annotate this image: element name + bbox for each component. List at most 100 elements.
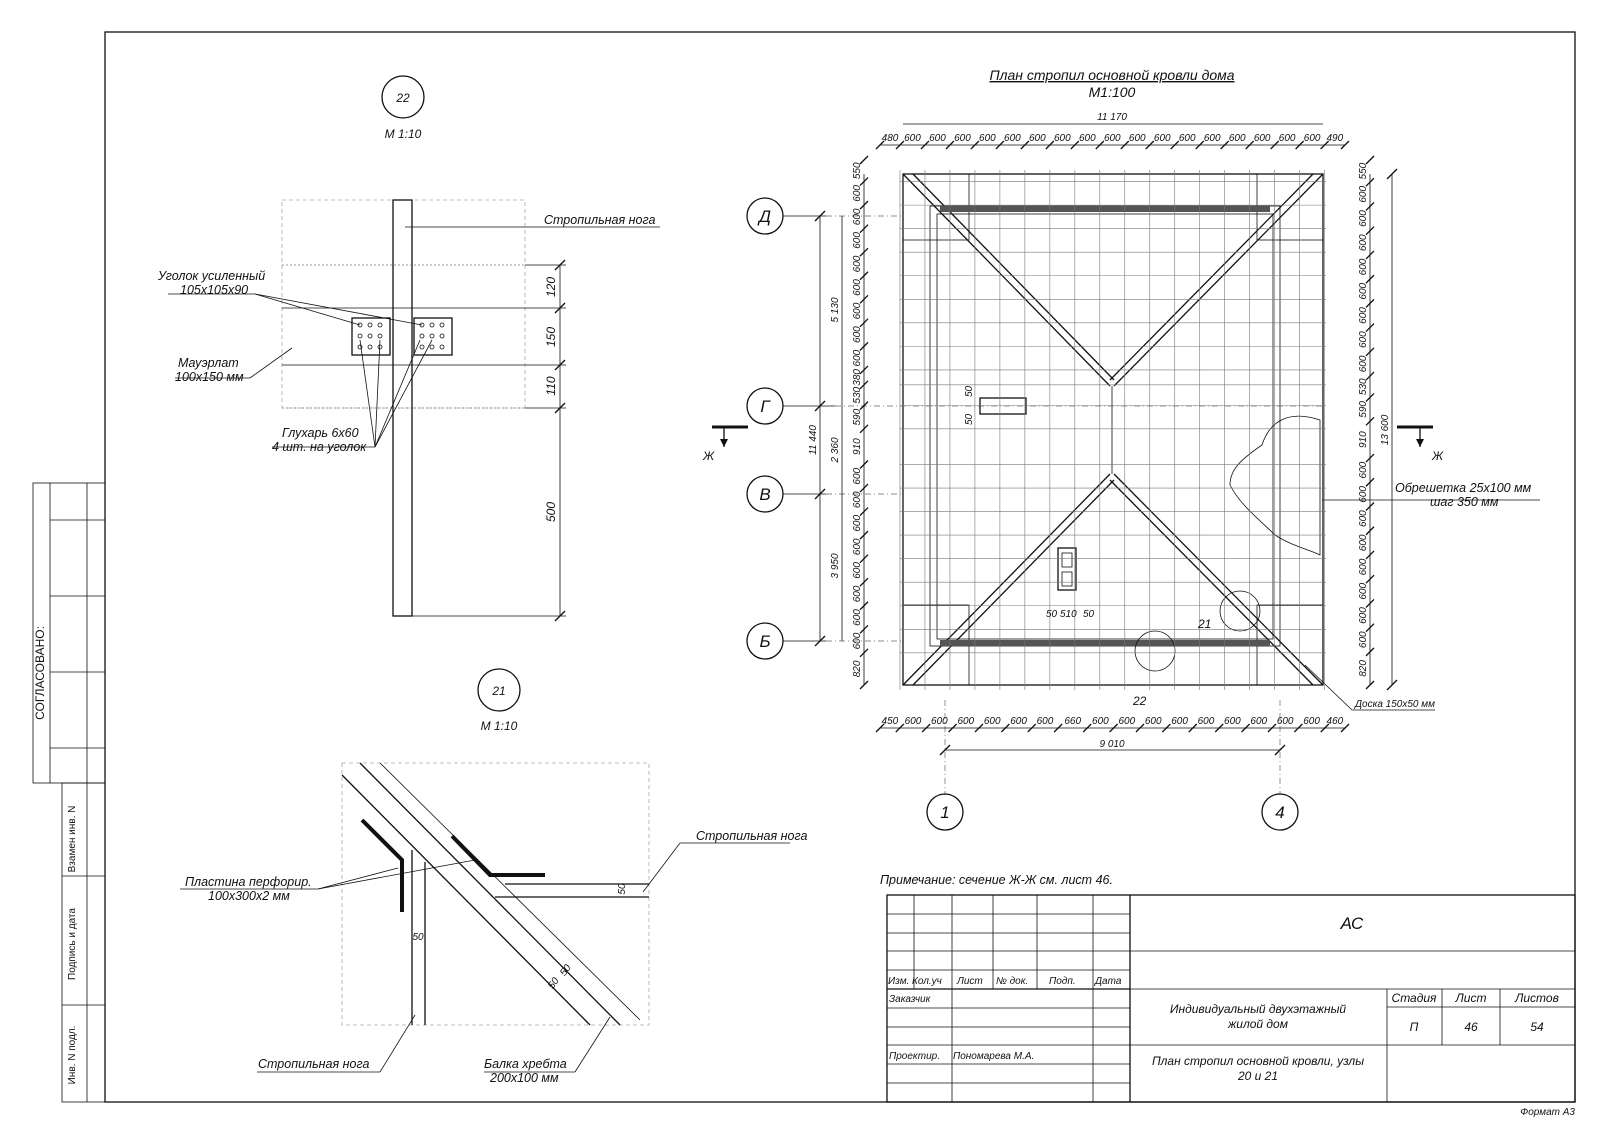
plan-right-dim-tick (1365, 623, 1375, 633)
plan-top-dim-tick (1195, 140, 1205, 150)
plan-top-dim-tick (920, 140, 930, 150)
plan-bottom-dim-tick (1135, 723, 1145, 733)
plan-top-dim-tick (1095, 140, 1105, 150)
plan-top-dim-label: 600 (1279, 133, 1296, 144)
title-block (886, 894, 1576, 1103)
plan-left-dim-tick (859, 177, 869, 187)
plan-right-dim-tick (1365, 393, 1375, 402)
plan-left-group-3: 3 950 (830, 553, 841, 578)
plan-left-dim-label: 600 (852, 232, 863, 249)
plan-top-dim-tick (1170, 140, 1180, 150)
plan-left-dim-label: 600 (852, 326, 863, 343)
plan-right-dim-label: 600 (1358, 486, 1369, 503)
plan-bottom-dim-label: 600 (931, 716, 948, 727)
plan-bottom-dim-tick (1241, 723, 1251, 733)
plan-left-dim-label: 600 (852, 208, 863, 225)
detail-22-dim-150: 150 (544, 327, 558, 347)
plan-left-dim-tick (859, 341, 869, 351)
plan-bottom-dim-tick (1161, 723, 1171, 733)
plan-left-dim-label: 600 (852, 538, 863, 555)
plan-left-dim-tick (859, 483, 869, 493)
plan-right-dim-label: 590 (1358, 401, 1369, 418)
detail-22-dim-500: 500 (544, 502, 558, 522)
plan-left-dim-label: 600 (852, 515, 863, 532)
stamp-sheet-title-2: 20 и 21 (1237, 1069, 1278, 1083)
plan-right-dim-tick (1365, 502, 1375, 511)
plan-top-dim-tick (1070, 140, 1080, 150)
section-marks (712, 425, 1433, 447)
plan-top-dim-tick (1295, 140, 1305, 150)
plan-right-dim-label: 550 (1358, 162, 1369, 179)
plan-right-dim-tick (1365, 550, 1375, 560)
plan-rafters (899, 170, 1326, 690)
plan-right-dim-label: 600 (1358, 355, 1369, 372)
stamp-object-1: Индивидуальный двухэтажный (1170, 1002, 1346, 1016)
plan-left-dim-label: 820 (852, 660, 863, 677)
plan-top-dim-tick (1145, 140, 1155, 150)
plan-left-dim-tick (859, 577, 869, 587)
plan-right-dim-tick (1365, 347, 1375, 357)
plan-left-dim-label: 600 (852, 585, 863, 602)
plan-bottom-dim-tick (1340, 723, 1350, 733)
plan-left-dim-tick (859, 424, 869, 434)
plan-bottom-dim-tick (1267, 723, 1277, 733)
plan-top-dim-tick (895, 140, 905, 150)
plan-top-dim-label: 600 (1079, 133, 1096, 144)
plan-top-dim-label: 600 (979, 133, 996, 144)
plan-overall-top: 11 170 (1097, 112, 1127, 123)
plan-right-dim-tick (1365, 298, 1375, 308)
plan-right-dim-label: 600 (1358, 631, 1369, 648)
plan-right-dim-label: 600 (1358, 307, 1369, 324)
vent-dim-2: 50 (964, 385, 975, 397)
stamp-header-doc: № док. (996, 976, 1028, 987)
stamp-replace-inv: Взамен инв. N (67, 806, 78, 873)
plan-right-dim-label: 600 (1358, 607, 1369, 624)
plan-bottom-dim-label: 600 (1171, 716, 1188, 727)
plan-bottom-dim-tick (895, 723, 905, 733)
vent-dim-1: 50 (964, 413, 975, 425)
detail-21-drawing (180, 668, 790, 1073)
plan-bottom-dim-tick (1320, 723, 1330, 733)
plan-bottom-dim-label: 600 (1198, 716, 1215, 727)
plan-right-dim-tick (1365, 155, 1375, 165)
axis-row-v: В (759, 485, 770, 504)
plan-left-dim-label: 600 (852, 255, 863, 272)
plan-top-dim-label: 600 (1154, 133, 1171, 144)
plan-top-dim-label: 600 (904, 133, 921, 144)
approved-label: СОГЛАСОВАНО: (33, 626, 47, 720)
stamp-sheets-value: 54 (1530, 1020, 1544, 1034)
callout-22: 22 (1132, 694, 1147, 708)
board-label: Доска 150х50 мм (1354, 699, 1435, 710)
plan-right-dim-label: 600 (1358, 258, 1369, 275)
detail-22-number: 22 (395, 91, 410, 105)
plan-right-dim-tick (1365, 574, 1375, 584)
detail-22-mauerlat-label: Мауэрлат (178, 356, 239, 370)
plan-bottom-dim-label: 600 (957, 716, 974, 727)
plan-bottom-dim-tick (1082, 723, 1092, 733)
plan-right-dim-tick (1365, 250, 1375, 260)
plan-top-dim-tick (1120, 140, 1130, 150)
plan-bottom-dim-label: 660 (1064, 716, 1081, 727)
plan-left-dim-tick (859, 401, 869, 411)
stamp-customer: Заказчик (889, 994, 932, 1005)
detail-21-dim-3: 50 (546, 975, 562, 991)
detail-21-ridge-label: Балка хребта (484, 1057, 567, 1071)
detail-22-scale: М 1:10 (385, 127, 422, 141)
stamp-sign-date: Подпись и дата (67, 908, 78, 980)
plan-bottom-dim-tick (1000, 723, 1010, 733)
plan-top-dim-tick (1320, 140, 1330, 150)
plan-top-dim-tick (995, 140, 1005, 150)
plan-left-dim-label: 600 (852, 467, 863, 484)
plan-top-dim-label: 600 (1104, 133, 1121, 144)
plan-top-dim-tick (945, 140, 955, 150)
detail-21-rafter-top-label: Стропильная нога (696, 829, 807, 843)
plan-left-dim-label: 550 (852, 162, 863, 179)
plan-left-dim-tick (859, 507, 869, 517)
plan-top-dim-label: 600 (954, 133, 971, 144)
plan-bottom-dim-label: 600 (1145, 716, 1162, 727)
detail-21-dim-2: 50 (412, 932, 424, 943)
detail-21-plate-size: 100х300х2 мм (208, 889, 290, 903)
stamp-stage-value: П (1410, 1020, 1419, 1034)
plan-right-dim-label: 600 (1358, 534, 1369, 551)
